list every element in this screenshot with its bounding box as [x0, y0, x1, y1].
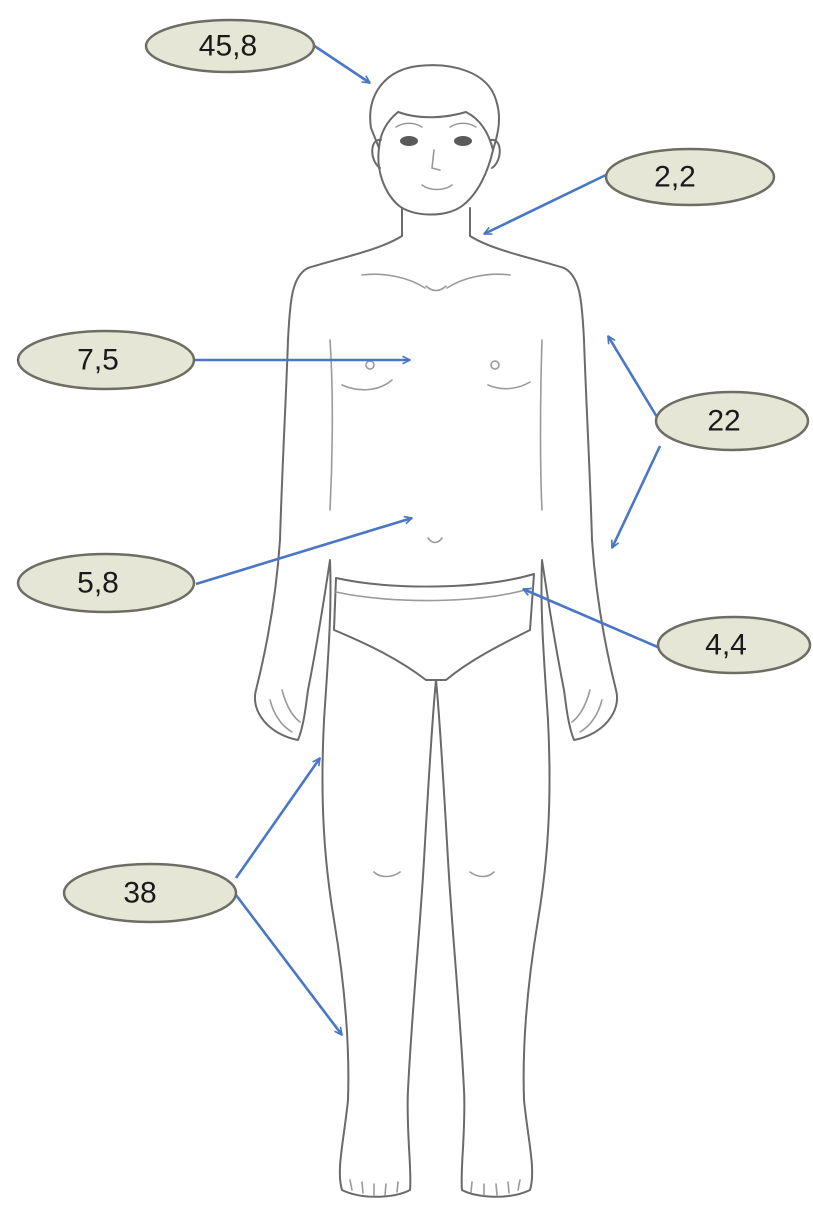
nose [432, 150, 440, 170]
navel [428, 538, 442, 543]
label-head-text: 45,8 [199, 30, 257, 63]
arrow-abdomen [196, 518, 412, 584]
left-knee [374, 872, 400, 877]
face [378, 148, 493, 215]
label-chest: 7,5 [18, 331, 194, 389]
left-toes [350, 1180, 398, 1195]
left-pectoral [342, 380, 392, 390]
arrow-neck [484, 173, 610, 234]
label-chest-text: 7,5 [77, 344, 119, 377]
waistband [336, 588, 532, 601]
right-eye [454, 136, 472, 146]
label-pelvis-text: 4,4 [705, 629, 747, 662]
label-abdomen: 5,8 [18, 554, 194, 612]
right-eyebrow [450, 123, 476, 127]
arrow-arms-lower [612, 446, 660, 548]
hair [370, 65, 499, 150]
arrow-legs-lower [236, 895, 342, 1035]
left-nipple [366, 361, 374, 369]
arrows [195, 45, 660, 1035]
right-pectoral [488, 382, 530, 389]
sternum-notch [426, 286, 446, 291]
arrow-legs-upper [236, 758, 320, 878]
left-collarbone [362, 274, 425, 288]
label-legs-text: 38 [123, 877, 156, 910]
right-knee [470, 872, 494, 877]
left-hand-fingers [270, 690, 300, 732]
right-collarbone [447, 274, 510, 288]
left-armpit-line [330, 340, 332, 510]
label-pelvis: 4,4 [658, 617, 810, 673]
label-arms-text: 22 [707, 405, 740, 438]
label-abdomen-text: 5,8 [77, 567, 119, 600]
label-legs: 38 [64, 864, 236, 922]
briefs [334, 574, 534, 680]
label-neck: 2,2 [606, 149, 774, 205]
right-nipple [491, 361, 499, 369]
right-toes [471, 1180, 520, 1195]
label-arms: 22 [656, 392, 808, 450]
right-hand-fingers [572, 690, 602, 732]
label-head: 45,8 [146, 20, 314, 72]
left-eye [400, 136, 418, 146]
arrow-arms-upper [608, 336, 660, 422]
arrow-head [313, 45, 370, 83]
human-figure [255, 65, 617, 1197]
mouth [422, 185, 452, 190]
label-neck-text: 2,2 [654, 161, 696, 194]
body-silhouette [255, 208, 617, 1197]
left-eyebrow [396, 123, 422, 127]
right-armpit-line [541, 340, 543, 510]
